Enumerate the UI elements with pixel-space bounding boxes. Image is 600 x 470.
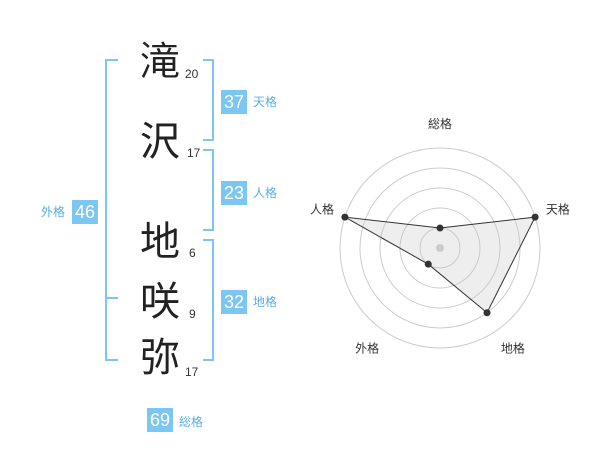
- soukaku-label: 総格: [179, 415, 204, 429]
- chikaku-bracket: [203, 239, 214, 361]
- jinkaku-value: 23: [221, 181, 247, 205]
- bracket-lines: [105, 59, 214, 361]
- radar-area: [344, 216, 536, 314]
- chikaku-label: 地格: [253, 295, 278, 309]
- soukaku-value: 69: [147, 408, 173, 432]
- name-char-5: 弥: [140, 335, 180, 381]
- name-char-2: 沢: [140, 119, 180, 165]
- jinkaku-label: 人格: [253, 186, 278, 200]
- tenkaku-value: 37: [221, 90, 247, 114]
- gaikaku-value: 46: [72, 200, 98, 224]
- axis-label-4: 外格: [355, 340, 379, 355]
- name-char-3: 地: [140, 219, 180, 265]
- stroke-count-4: 9: [189, 307, 196, 321]
- axis-label-2: 天格: [546, 202, 570, 217]
- name-char-1: 滝: [140, 39, 180, 85]
- gaikaku-bracket: [105, 59, 118, 361]
- tenkaku-bracket: [203, 59, 214, 141]
- stroke-count-1: 20: [185, 67, 199, 81]
- tenkaku-label: 天格: [253, 95, 278, 109]
- axis-label-5: 人格: [310, 202, 334, 217]
- radar-point-4: [424, 260, 432, 268]
- name-breakdown: 滝 20 沢 17 地 6 咲 9 弥 17 37 天格 23 人格 32 地格…: [41, 39, 278, 432]
- grid-ring-3: [379, 187, 501, 309]
- stroke-count-3: 6: [189, 246, 196, 260]
- stroke-count-5: 17: [185, 365, 199, 379]
- name-char-4: 咲: [140, 279, 180, 325]
- radar-point-2: [531, 213, 539, 221]
- stroke-count-2: 17: [187, 146, 201, 160]
- chikaku-value: 32: [221, 290, 247, 314]
- jinkaku-bracket: [203, 149, 214, 231]
- gaikaku-label: 外格: [41, 205, 66, 219]
- axis-label-3: 地格: [501, 340, 525, 355]
- radar-point-3: [483, 309, 491, 317]
- grid-ring-5: [339, 147, 541, 349]
- radar-point-1: [436, 224, 444, 232]
- radar-point-5: [341, 213, 349, 221]
- center-dot: [436, 244, 444, 252]
- axis-label-1: 総格: [428, 116, 452, 131]
